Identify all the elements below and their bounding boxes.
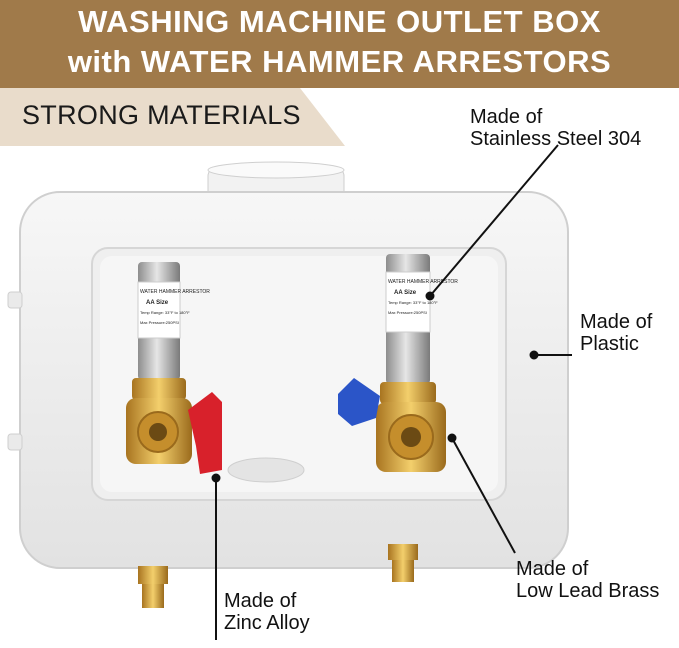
brass-leader-dot — [447, 433, 457, 443]
strong-materials-label: STRONG MATERIALS — [22, 100, 301, 130]
callout-steel-line-1: Made of — [470, 106, 543, 128]
plastic-leader-dot — [529, 350, 539, 360]
callout-zinc: Made of Zinc Alloy — [224, 590, 310, 634]
callout-steel: Made of Stainless Steel 304 — [470, 106, 641, 150]
left-label-title: WATER HAMMER ARRESTOR — [140, 289, 210, 295]
title-line-2: with WATER HAMMER ARRESTORS — [67, 44, 612, 79]
right-label-title: WATER HAMMER ARRESTOR — [388, 279, 458, 285]
left-label-pressure: Max Pressure:250PSI — [140, 320, 179, 325]
callout-brass: Made of Low Lead Brass — [516, 558, 659, 602]
left-label-temp: Temp Range: 33°F to 180°F — [140, 310, 190, 315]
callout-zinc-line-1: Made of — [224, 590, 297, 612]
cold-valve-handle — [338, 378, 380, 426]
callout-plastic-line-2: Plastic — [580, 333, 639, 355]
steel-leader-line — [429, 144, 559, 297]
title-line-1: WASHING MACHINE OUTLET BOX — [78, 4, 601, 39]
callout-plastic: Made of Plastic — [580, 311, 652, 355]
callout-steel-line-2: Stainless Steel 304 — [470, 128, 642, 150]
callout-brass-line-2: Low Lead Brass — [516, 580, 660, 602]
right-label-size: AA Size — [394, 290, 417, 296]
brass-leader-line — [451, 437, 516, 554]
left-label-size: AA Size — [146, 300, 169, 306]
strong-materials-tag: STRONG MATERIALS — [0, 88, 345, 146]
hot-valve-handle — [188, 392, 222, 474]
callout-brass-line-1: Made of — [516, 558, 589, 580]
bottom-fittings — [138, 544, 418, 608]
left-arrestor — [126, 262, 192, 464]
right-label-temp: Temp Range: 33°F to 180°F — [388, 300, 438, 305]
steel-leader-dot — [425, 291, 435, 301]
outlet-box-frame — [7, 191, 569, 569]
zinc-leader-dot — [211, 473, 221, 483]
callout-zinc-line-2: Zinc Alloy — [224, 612, 310, 634]
callout-plastic-line-1: Made of — [580, 311, 653, 333]
right-label-pressure: Max Pressure:250PSI — [388, 310, 427, 315]
title-banner: WASHING MACHINE OUTLET BOX with WATER HA… — [0, 0, 679, 88]
right-arrestor — [376, 254, 446, 472]
